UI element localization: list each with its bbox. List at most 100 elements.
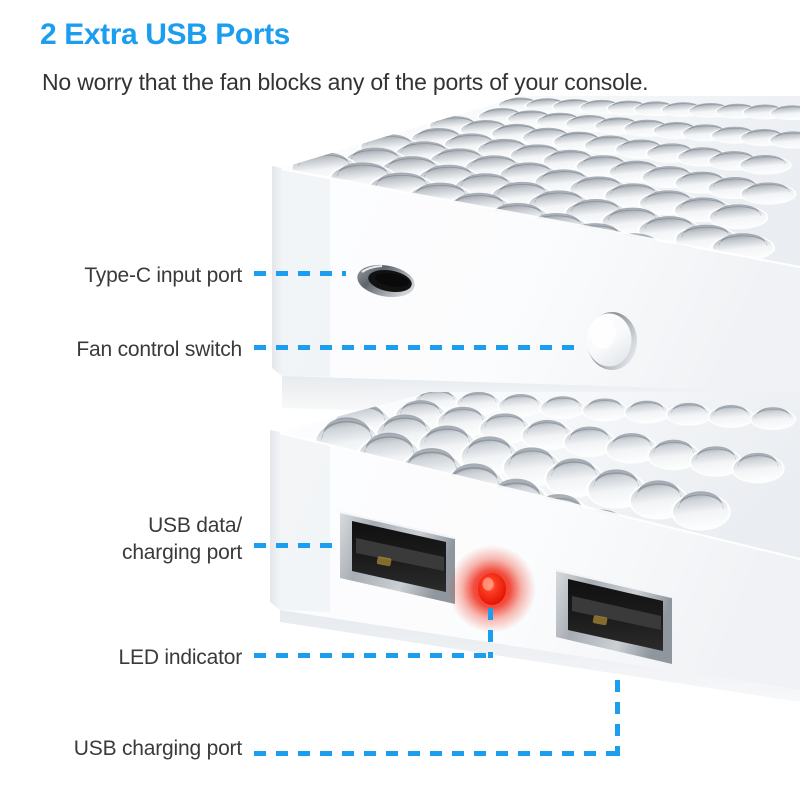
vent-hole-shadow: [718, 233, 768, 247]
usb-port-left-tongue: [356, 538, 444, 571]
vent-hole-shadow: [587, 398, 623, 410]
vent-hole-shadow: [611, 100, 647, 108]
vent-hole-shadow: [657, 122, 696, 131]
vent-hole-shadow: [610, 183, 657, 195]
leader-line-usb-charging-horizontal: [254, 751, 620, 756]
vent-hole-shadow: [653, 439, 694, 454]
vent-hole-shadow: [551, 458, 597, 477]
vent-hole-shadow: [508, 447, 555, 466]
vent-hole-shadow: [452, 192, 505, 208]
vent-hole-shadow: [375, 172, 428, 187]
vent-hole: [770, 106, 800, 120]
led-indicator-light: [448, 545, 536, 633]
vent-hole-shadow: [571, 198, 621, 212]
vent-hole-shadow: [682, 147, 724, 157]
vent-hole-shadow: [530, 212, 583, 228]
vent-hole-shadow: [350, 147, 400, 161]
vent-hole: [648, 442, 699, 470]
vent-hole: [741, 184, 795, 204]
vent-hole-shadow: [671, 402, 707, 414]
vent-hole-shadow: [526, 419, 568, 435]
callout-label-usb-data-charging-port: USB data/ charging port: [122, 514, 242, 564]
vent-hole-shadow: [746, 182, 790, 193]
vent-hole-shadow: [527, 127, 568, 137]
usb-port-left[interactable]: [339, 510, 456, 604]
page-subtitle: No worry that the fan blocks any of the …: [42, 69, 649, 95]
vent-hole-shadow: [491, 202, 544, 218]
vent-hole: [499, 395, 543, 417]
vent-hole-shadow: [680, 171, 724, 182]
vent-hole-shadow: [569, 426, 610, 441]
lower-unit-base-lip: [280, 610, 800, 702]
upper-unit-top-edge: [281, 167, 800, 269]
vent-hole-shadow: [680, 197, 727, 210]
vent-hole: [709, 206, 767, 229]
vent-hole-shadow: [638, 101, 674, 109]
vent-hole-shadow: [436, 148, 483, 160]
vent-hole: [606, 435, 657, 463]
fan-switch-button[interactable]: [586, 312, 638, 370]
vent-hole-shadow: [629, 400, 665, 412]
vent-hole-shadow: [635, 480, 682, 499]
vent-hole-shadow: [665, 102, 701, 110]
usb-port-left-contact: [376, 556, 392, 567]
vent-hole-shadow: [482, 138, 526, 150]
leader-line-fan-switch: [254, 345, 584, 350]
vent-hole: [541, 398, 585, 419]
vent-hole: [673, 494, 729, 530]
vent-hole-shadow: [744, 155, 786, 165]
led-indicator-hotspot: [482, 577, 494, 591]
vent-hole-shadow: [589, 135, 631, 145]
vent-hole-shadow: [416, 127, 461, 139]
vent-hole-shadow: [774, 131, 800, 140]
lower-unit-side-face: [270, 430, 280, 610]
type-c-port[interactable]: [355, 261, 418, 302]
vent-hole-shadow: [611, 433, 652, 448]
vent-hole-shadow: [400, 400, 441, 415]
usb-port-right[interactable]: [555, 568, 673, 664]
callout-label-led-indicator: LED indicator: [118, 646, 243, 669]
vent-hole-shadow: [681, 224, 731, 238]
vent-hole-shadow: [720, 103, 755, 111]
vent-hole: [733, 455, 783, 483]
led-indicator-core: [478, 573, 506, 605]
usb-port-right-contact: [592, 615, 608, 626]
vent-hole-shadow: [466, 436, 513, 455]
leader-line-type-c: [254, 271, 346, 276]
vent-hole-shadow: [628, 119, 667, 128]
vent-hole-shadow: [645, 190, 692, 202]
callout-label-fan-control-switch: Fan control switch: [76, 338, 242, 361]
vent-hole-shadow: [695, 446, 737, 461]
vent-hole-shadow: [570, 115, 608, 124]
vent-hole-shadow: [424, 164, 474, 178]
vent-hole-shadow: [502, 97, 538, 105]
vent-hole-shadow: [678, 491, 724, 510]
vent-hole-shadow: [686, 124, 725, 133]
vent-hole-shadow: [541, 112, 579, 121]
lower-unit-corner-shade: [280, 434, 330, 612]
lower-unit-top-edge: [279, 431, 800, 561]
fan-switch-highlight: [590, 317, 616, 349]
vent-hole: [480, 415, 530, 443]
usb-port-left-top-highlight: [339, 510, 456, 540]
vent-hole-shadow: [321, 417, 373, 441]
vent-hole-shadow: [745, 129, 783, 138]
vent-hole-shadow: [382, 414, 428, 433]
vent-hole-shadow: [448, 463, 500, 487]
vent-hole-shadow: [460, 173, 510, 187]
upper-unit: [272, 96, 800, 404]
vent-hole-shadow: [406, 447, 458, 471]
usb-port-right-top-highlight: [555, 568, 673, 599]
vent-hole-shadow: [505, 162, 552, 174]
vent-hole-shadow: [442, 406, 484, 422]
vent-hole-shadow: [713, 177, 757, 188]
vent-hole-shadow: [581, 155, 625, 166]
vent-hole-shadow: [363, 432, 415, 456]
vent-hole-shadow: [470, 155, 518, 167]
vent-hole-shadow: [713, 405, 749, 416]
page-title: 2 Extra USB Ports: [40, 18, 290, 51]
vent-hole: [564, 428, 615, 456]
upper-unit-front-face: [282, 170, 800, 392]
vent-hole-shadow: [496, 123, 537, 133]
